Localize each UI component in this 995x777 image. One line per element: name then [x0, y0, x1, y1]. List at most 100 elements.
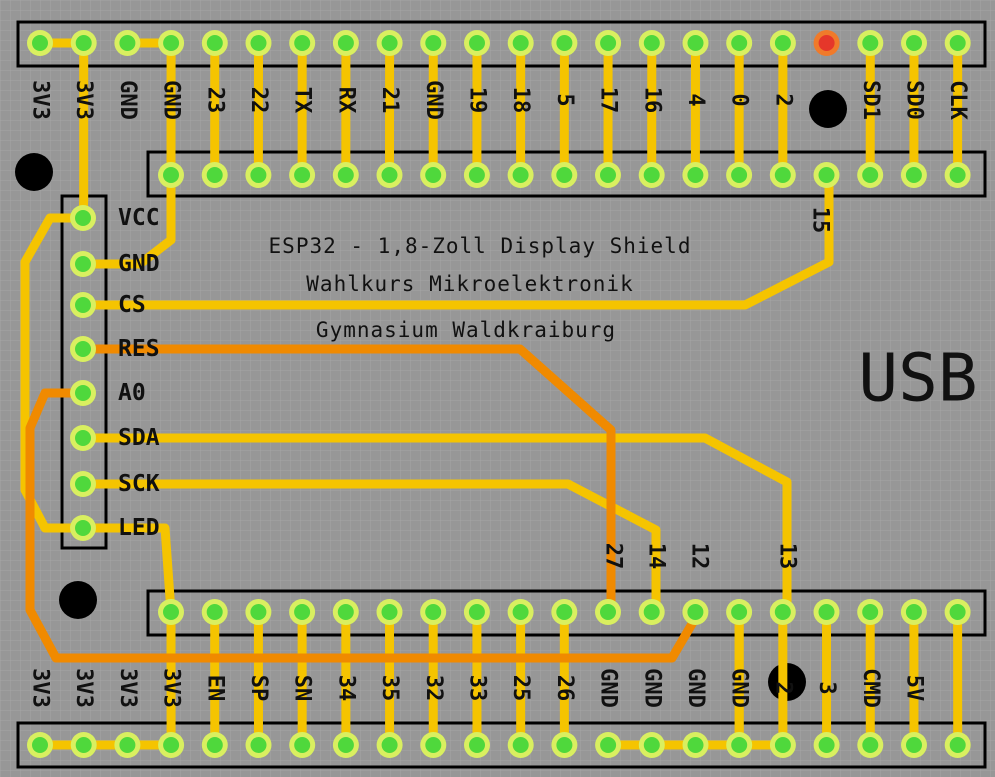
pad-top-outer — [769, 30, 796, 56]
pad-bottom-outer — [27, 732, 53, 758]
pad-bottom-inner — [595, 599, 621, 625]
pad-display — [70, 251, 96, 277]
top-header-label: 21 — [377, 87, 402, 114]
pad-bottom-inner — [289, 599, 316, 625]
trace-a0-12 — [25, 388, 704, 663]
bottom-header-label: GND — [727, 668, 752, 708]
pad-top-outer — [857, 30, 884, 56]
display-pin-label: SDA — [118, 425, 160, 451]
bottom-header-outline — [16, 721, 987, 769]
trace-led — [78, 523, 176, 617]
bottom-header-label: 3 — [814, 681, 839, 694]
pad-bottom-inner — [900, 599, 927, 625]
bottom-header-label: GND — [639, 668, 664, 708]
pad-top-inner — [551, 162, 578, 188]
pad-top-outer — [638, 30, 665, 56]
trace-vcc — [78, 38, 89, 223]
pad-top-outer — [114, 30, 141, 56]
pad-top-outer — [70, 30, 97, 56]
pad-bottom-inner — [682, 599, 709, 625]
pad-bottom-inner — [245, 599, 272, 625]
pad-display — [70, 336, 96, 362]
pad-bottom-outer — [464, 732, 490, 758]
top-header-label: CLK — [945, 80, 970, 120]
pad-bottom-outer — [507, 732, 534, 758]
bottom-header-label: 33 — [465, 675, 490, 702]
pad-top-outer — [901, 30, 927, 56]
pad-bottom-inner — [201, 599, 228, 625]
top-header-outline — [16, 20, 987, 68]
title-line-2: Wahlkurs Mikroelektronik — [306, 272, 633, 296]
pad-top-inner — [944, 162, 971, 188]
title-line-3: Gymnasium Waldkraiburg — [316, 318, 616, 342]
pad-top-outer — [551, 30, 578, 56]
bottom-upper-labels: 27 14 12 13 — [601, 543, 800, 570]
pin12-label: 12 — [687, 543, 712, 570]
bottom-header-label: EN — [202, 675, 227, 702]
bottom-header-label: 3V3 — [28, 668, 53, 708]
pad-bottom-inner — [857, 599, 884, 625]
bottom-header-label: 3V3 — [71, 668, 96, 708]
pad-top-outer — [420, 30, 447, 56]
pad-bottom-outer — [769, 732, 796, 758]
top-header-label: 23 — [202, 87, 227, 114]
traces — [20, 38, 963, 750]
pad-top-inner — [682, 162, 709, 188]
top-header-label: 18 — [508, 87, 533, 114]
pad-bottom-outer — [158, 732, 185, 758]
pad-display — [70, 292, 96, 318]
pin14-label: 14 — [644, 543, 669, 570]
pad-top-inner — [726, 162, 753, 188]
top-header-label: TX — [290, 87, 315, 114]
pad-top-inner — [769, 162, 796, 188]
pad-top-inner — [900, 162, 927, 188]
pad-bottom-outer — [682, 732, 709, 758]
pad-bottom-inner — [944, 599, 971, 625]
top-header-label: 2 — [770, 93, 795, 106]
pad-bottom-outer — [114, 732, 141, 758]
pad-bottom-outer — [70, 732, 97, 758]
pad-bottom-outer — [726, 732, 753, 758]
pad-bottom-inner — [726, 599, 753, 625]
usb-label: USB — [858, 340, 977, 417]
pads — [27, 30, 971, 758]
bottom-header-label: 32 — [421, 675, 446, 702]
bottom-header-label: GND — [683, 668, 708, 708]
pad-display — [70, 515, 96, 541]
pad-top-inner — [201, 162, 228, 188]
pad-top-inner — [857, 162, 884, 188]
pad-bottom-outer — [289, 732, 316, 758]
pad-top-inner — [507, 162, 534, 188]
mounting-hole — [809, 90, 847, 128]
trace-sda — [78, 433, 792, 617]
pad-bottom-inner — [376, 599, 403, 625]
display-pin-label: A0 — [118, 380, 146, 406]
pad-bottom-outer — [332, 732, 359, 758]
pad-bottom-outer — [901, 732, 927, 758]
pad-top-outer — [595, 30, 622, 56]
bottom-header-label: 3V3 — [159, 668, 184, 708]
pin15-label: 15 — [808, 207, 833, 234]
bottom-header-label: SP — [246, 675, 271, 702]
pad-bottom-inner — [551, 599, 578, 625]
pad-top-outer — [682, 30, 709, 56]
pad-bottom-outer — [376, 732, 403, 758]
pad-top-outer — [332, 30, 359, 56]
pad-display — [70, 471, 96, 497]
bottom-header-label: 5V — [902, 675, 927, 702]
top-header-label: 0 — [727, 93, 752, 106]
pad-display — [70, 380, 96, 406]
pad-bottom-inner — [813, 599, 840, 625]
top-header-label: 3V3 — [71, 80, 96, 120]
pad-bottom-inner — [420, 599, 447, 625]
pad-bottom-outer — [201, 732, 228, 758]
pad-bottom-inner — [463, 599, 490, 625]
bottom-header-label: 26 — [552, 675, 577, 702]
pad-bottom-inner — [158, 599, 184, 625]
pad-top-outer — [289, 30, 316, 56]
pad-display — [70, 205, 96, 231]
pad-top-inner — [289, 162, 316, 188]
